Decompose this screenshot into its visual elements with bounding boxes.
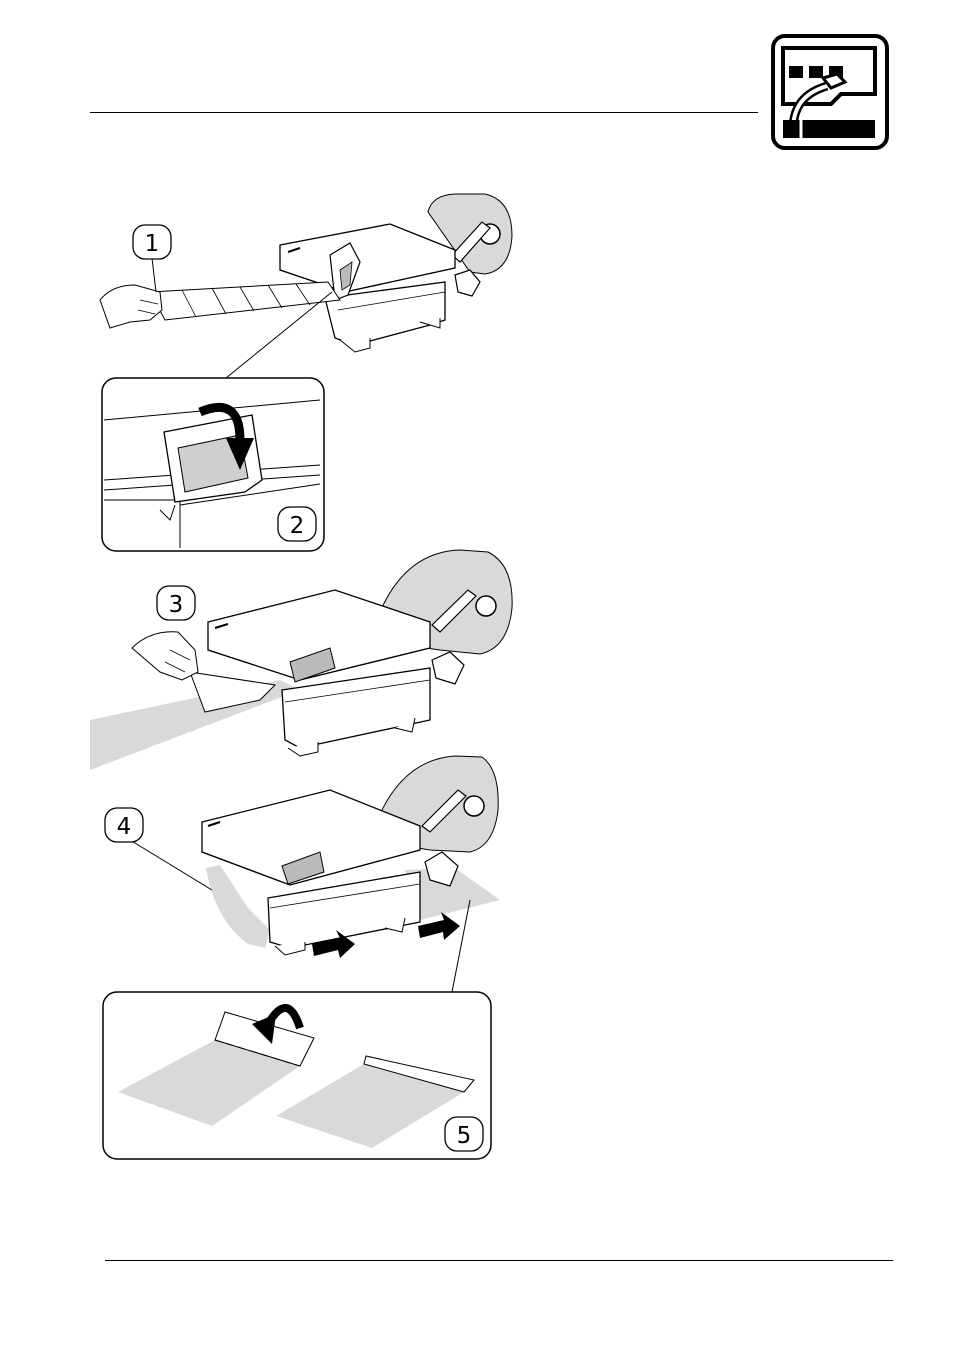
step-4-printer-illustration: [130, 756, 500, 992]
step-3-callout: 3: [157, 586, 195, 620]
step-3-printer-illustration: [90, 550, 512, 770]
step-2-callout: 2: [278, 507, 316, 541]
footer-rule: [105, 1260, 893, 1261]
step-1-printer-illustration: [100, 194, 512, 378]
step-5-detail-box: [103, 992, 491, 1159]
step-4-number: 4: [117, 814, 132, 840]
step-3-number: 3: [169, 592, 184, 618]
step-5-callout: 5: [445, 1117, 483, 1151]
step-1-callout: 1: [133, 225, 171, 259]
step-4-callout: 4: [105, 808, 143, 842]
step-5-number: 5: [457, 1123, 472, 1149]
step-2-number: 2: [290, 513, 305, 539]
step-1-number: 1: [145, 231, 160, 257]
